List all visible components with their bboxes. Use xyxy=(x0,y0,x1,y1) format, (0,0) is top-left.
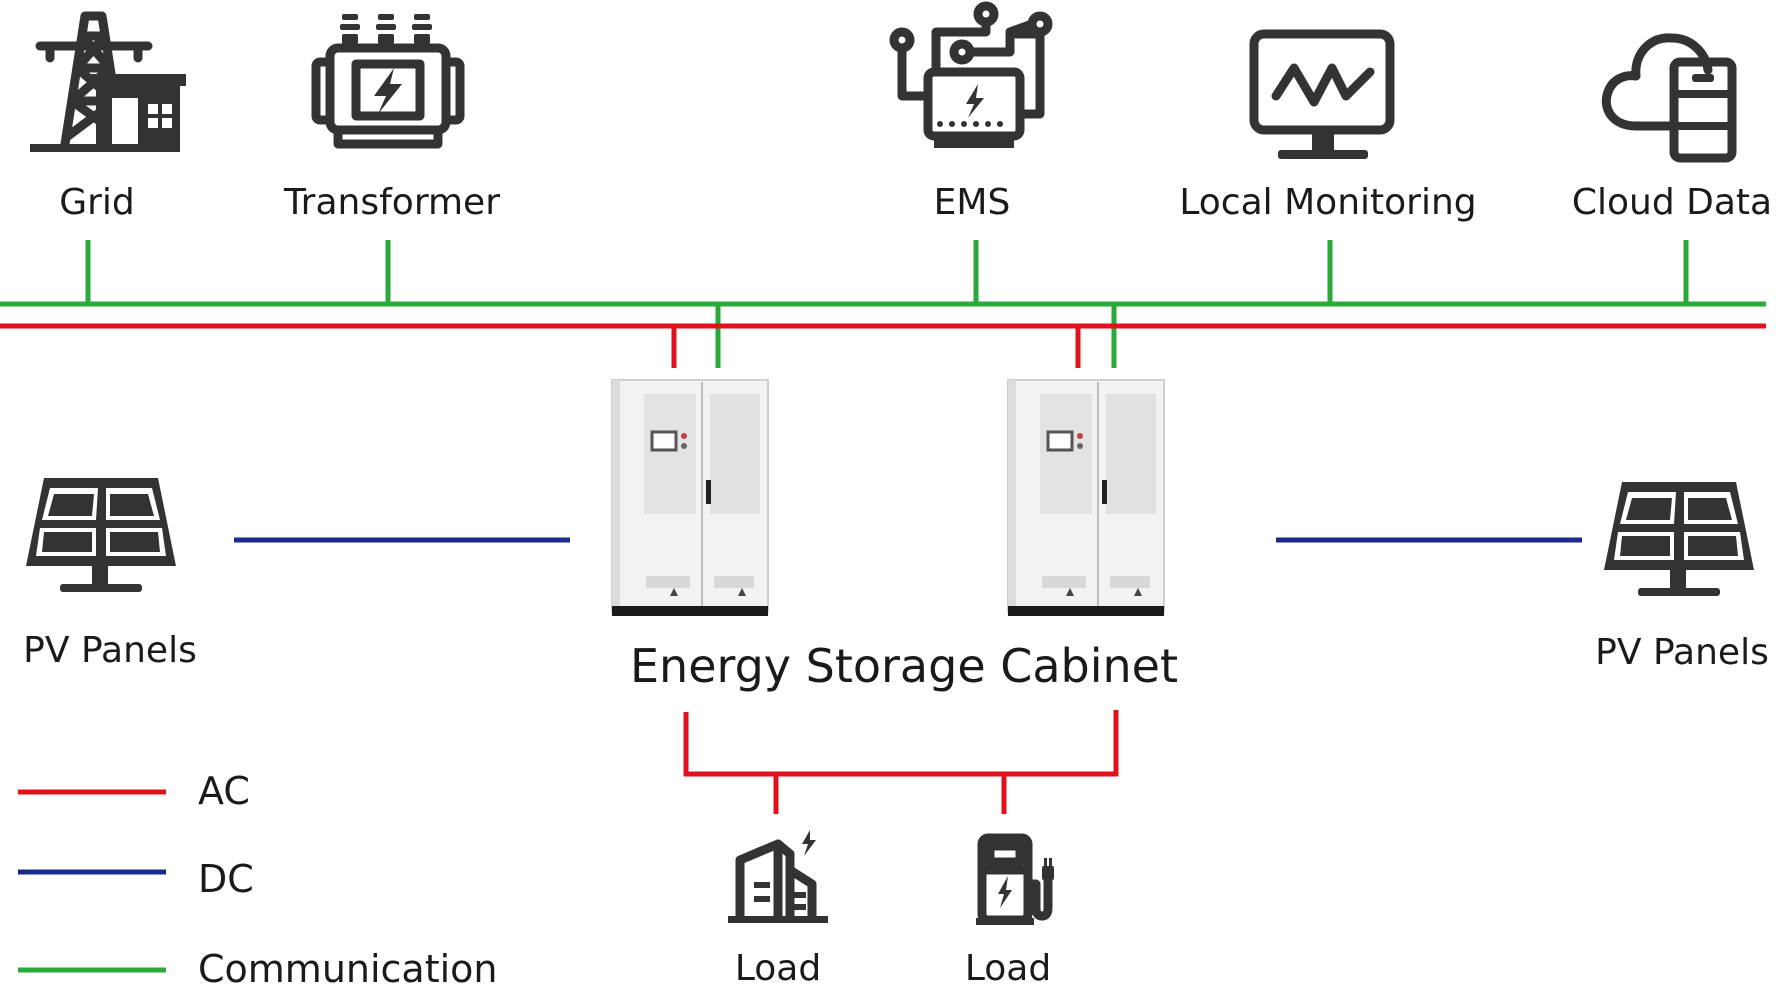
energy-storage-cabinet-image xyxy=(611,379,769,616)
pv-panels-right-label: PV Panels xyxy=(1595,632,1769,673)
load-charger-label: Load xyxy=(965,948,1051,989)
solar-panel-icon xyxy=(26,478,176,592)
building-icon xyxy=(728,830,828,923)
monitor-icon xyxy=(1249,29,1395,159)
legend-communication-label: Communication xyxy=(198,947,498,991)
grid-label: Grid xyxy=(59,182,135,223)
legend-ac-label: AC xyxy=(198,769,250,813)
pv-panels-left-label: PV Panels xyxy=(23,630,197,671)
energy-storage-cabinet-label: Energy Storage Cabinet xyxy=(630,639,1178,693)
energy-storage-cabinet-image xyxy=(1007,379,1165,616)
local-monitoring-label: Local Monitoring xyxy=(1179,182,1476,223)
load-building-label: Load xyxy=(735,948,821,989)
cloud-server-icon xyxy=(1601,33,1737,163)
ac-bus xyxy=(0,323,1766,814)
solar-panel-icon xyxy=(1604,482,1754,596)
transformer-icon xyxy=(311,14,465,149)
ems-circuit-icon xyxy=(889,1,1053,148)
legend-dc-label: DC xyxy=(198,857,254,901)
transformer-label: Transformer xyxy=(283,182,500,223)
power-tower-icon xyxy=(30,11,186,152)
communication-bus xyxy=(0,240,1766,368)
ev-charger-icon xyxy=(976,833,1054,925)
ems-label: EMS xyxy=(934,182,1011,223)
legend-swatches xyxy=(18,789,166,973)
cloud-data-label: Cloud Data xyxy=(1572,182,1772,223)
